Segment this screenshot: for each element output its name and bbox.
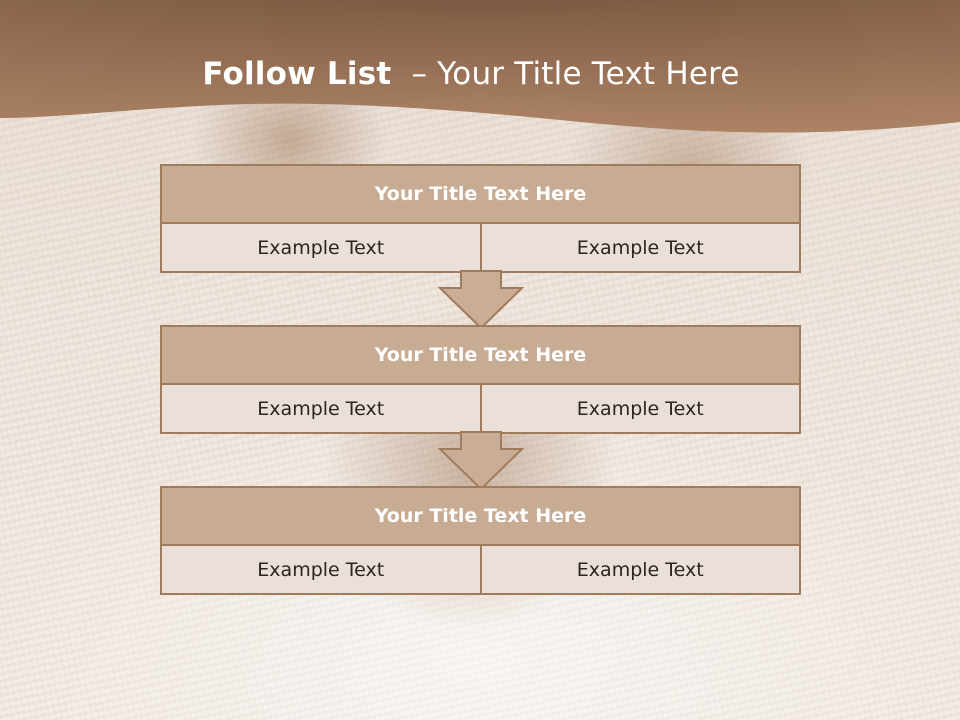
block-cell-right: Example Text [479,224,800,271]
down-arrow-icon [438,431,524,491]
list-block-2: Your Title Text Here Example Text Exampl… [160,325,801,434]
slide-title: Follow List – Your Title Text Here [0,56,942,92]
header-band [0,0,960,133]
block-title: Your Title Text Here [162,166,799,224]
list-block-1: Your Title Text Here Example Text Exampl… [160,164,801,273]
slide-title-rest: – Your Title Text Here [411,56,740,92]
block-cell-right: Example Text [479,385,800,432]
block-cells: Example Text Example Text [162,546,799,593]
block-cells: Example Text Example Text [162,385,799,432]
block-cell-left: Example Text [257,397,385,420]
block-cell-left: Example Text [257,236,385,259]
block-title: Your Title Text Here [162,327,799,385]
down-arrow-icon [438,270,524,330]
block-cell-right: Example Text [479,546,800,593]
block-title: Your Title Text Here [162,488,799,546]
block-cells: Example Text Example Text [162,224,799,271]
list-block-3: Your Title Text Here Example Text Exampl… [160,486,801,595]
slide-title-bold: Follow List [202,56,392,92]
block-cell-left: Example Text [257,558,385,581]
